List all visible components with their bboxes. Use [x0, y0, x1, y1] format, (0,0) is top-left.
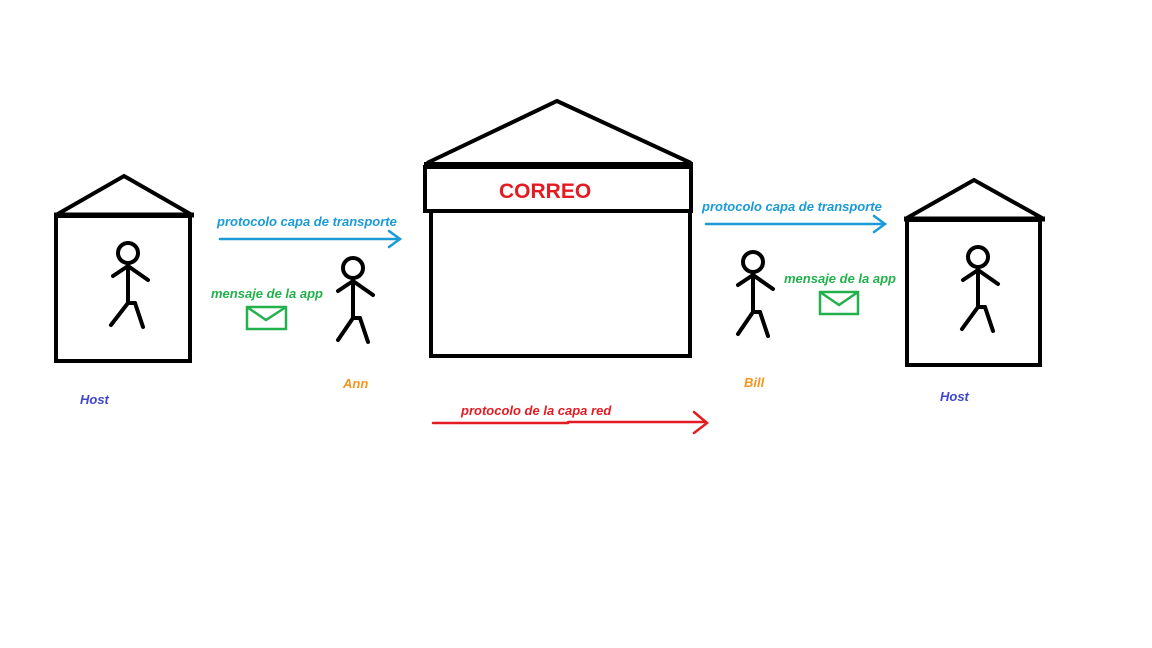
- bill-label: Bill: [744, 375, 765, 390]
- post-office-roof: [426, 98, 692, 165]
- ann-label: Ann: [342, 376, 368, 391]
- right-app-label: mensaje de la app: [784, 271, 896, 286]
- left-host-person-icon: [109, 241, 150, 329]
- bill-person-icon: [736, 250, 775, 338]
- right-host-person-icon: [960, 245, 1000, 333]
- left-host-wall: [54, 214, 192, 363]
- right-host-house: [904, 177, 1045, 367]
- left-app-label: mensaje de la app: [211, 286, 323, 301]
- left-host-label: Host: [80, 392, 110, 407]
- left-transport-arrow: [218, 229, 403, 249]
- left-transport-label: protocolo capa de transporte: [216, 214, 397, 229]
- ann-person-icon: [336, 256, 375, 344]
- right-transport-arrow: [704, 214, 888, 234]
- right-envelope-icon: [818, 290, 860, 316]
- network-arrow: [431, 410, 709, 435]
- left-host-house: [54, 173, 194, 363]
- right-host-label: Host: [940, 389, 970, 404]
- right-host-roof: [906, 177, 1043, 220]
- post-office-wall: [429, 209, 692, 358]
- post-office-title: CORREO: [499, 180, 591, 203]
- network-label: protocolo de la capa red: [460, 403, 612, 418]
- left-envelope-icon: [245, 305, 288, 331]
- right-transport-label: protocolo capa de transporte: [701, 199, 882, 214]
- right-host-wall: [905, 218, 1042, 367]
- post-office-building: [423, 98, 693, 358]
- left-host-roof: [55, 173, 193, 217]
